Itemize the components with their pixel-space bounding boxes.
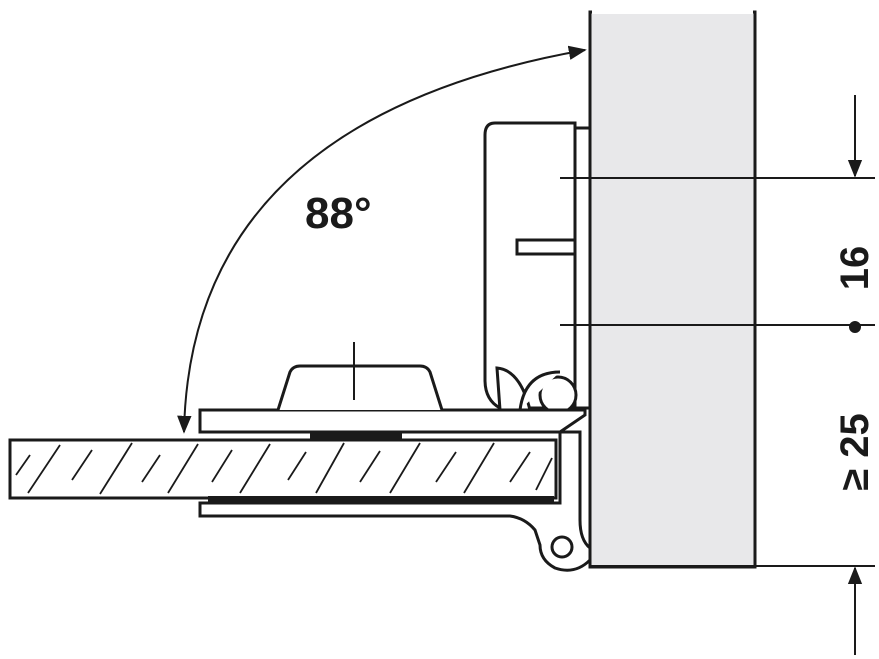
hinge-mounting-block <box>483 121 592 410</box>
angle-label: 88° <box>305 189 372 238</box>
cabinet-side-panel <box>588 10 757 569</box>
clamp-screw-cap <box>276 364 444 411</box>
dimension-label-16: 16 <box>833 246 877 291</box>
dimension-label-min-25: ≥ 25 <box>833 413 877 491</box>
glass-clamp-wrap <box>198 430 592 572</box>
opening-angle-arc <box>177 45 587 434</box>
glass-clamp-upper-plate <box>198 408 587 434</box>
dimension-lines <box>590 95 875 655</box>
glass-door-panel <box>8 433 558 503</box>
clamp-pivot-hole <box>550 535 574 559</box>
dimension-center-dot <box>849 321 861 333</box>
